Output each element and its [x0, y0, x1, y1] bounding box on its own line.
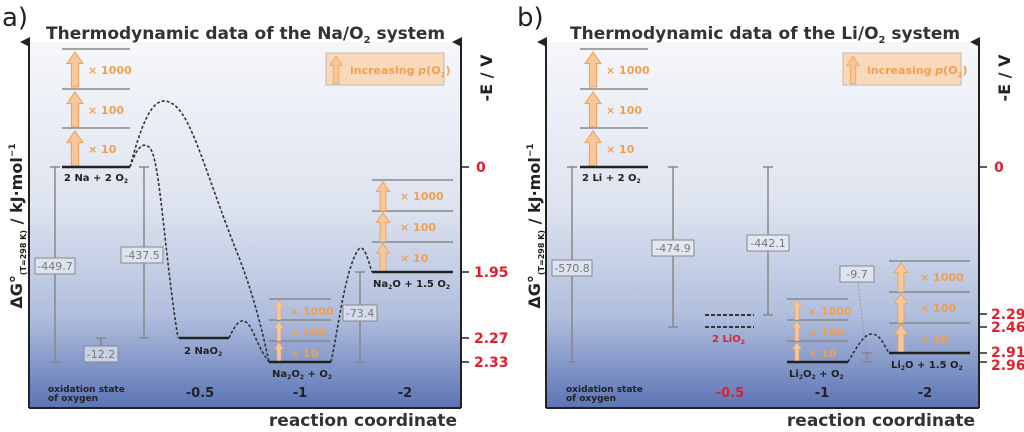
svg-text:-437.5: -437.5: [124, 249, 159, 262]
svg-text:× 100: × 100: [808, 326, 844, 339]
svg-text:-2: -2: [918, 386, 932, 401]
svg-text:× 10: × 10: [290, 347, 319, 360]
tick-0: 0: [994, 160, 1004, 176]
x-axis-label: reaction coordinate: [787, 411, 975, 431]
y2-axis-label: -E / V: [995, 54, 1014, 102]
svg-text:× 1000: × 1000: [920, 271, 964, 284]
y-axis-label: ΔG°(T=298 K) / kJ·mol−1: [525, 143, 546, 308]
tick-2-96: 2.96: [991, 358, 1024, 374]
oxidation-states: oxidation state of oxygen -0.5 -1 -2: [48, 385, 412, 404]
energy-labels: -449.7 -12.2 -437.5 -73.4: [34, 246, 378, 363]
svg-text:-2: -2: [398, 386, 412, 401]
state-2lio2: 2 LiO2: [705, 314, 754, 346]
y-axis-label: ΔG°(T=298 K) / kJ·mol−1: [7, 143, 28, 308]
svg-text:× 10: × 10: [606, 143, 635, 156]
svg-text:of oxygen: of oxygen: [48, 394, 98, 404]
leader-line: [857, 281, 867, 351]
svg-text:-E / V: -E / V: [477, 54, 496, 102]
svg-text:× 100: × 100: [920, 302, 956, 315]
svg-text:increasing p(O2): increasing p(O2): [867, 64, 967, 79]
state-na2o-1-5o2: × 1000 × 100 × 10 Na2O + 1.5 O2: [372, 179, 453, 291]
svg-text:-570.8: -570.8: [554, 262, 589, 275]
reaction-paths: [129, 100, 373, 363]
tick-0: 0: [476, 160, 486, 176]
state-2nao2: 2 NaO2: [179, 336, 229, 358]
chart-title: Thermodynamic data of the Li/O2 system: [570, 24, 960, 46]
svg-text:2 LiO2: 2 LiO2: [712, 334, 745, 346]
tick-2-29: 2.29: [991, 307, 1024, 323]
svg-text:2 Li + 2 O2: 2 Li + 2 O2: [582, 173, 641, 185]
y2-axis-label: -E / V: [477, 54, 496, 102]
svg-text:× 100: × 100: [400, 221, 436, 234]
panel-label: b): [517, 3, 544, 33]
svg-text:× 10: × 10: [808, 347, 837, 360]
svg-text:× 1000: × 1000: [88, 64, 132, 77]
svg-text:× 10: × 10: [88, 143, 117, 156]
svg-text:-12.2: -12.2: [87, 348, 115, 361]
path-na2o2-to-na2o: [330, 247, 373, 363]
state-2na-2o2: × 1000 × 100 × 10 2 Na + 2 O2: [62, 48, 132, 185]
state-li2o2-o2: × 1000 × 100 × 10 Li2O2 + O2: [787, 298, 852, 381]
svg-text:of oxygen: of oxygen: [566, 394, 616, 404]
svg-text:-449.7: -449.7: [37, 260, 72, 273]
panel-a: a) Thermodynamic data of the Na/O2 syste…: [2, 3, 509, 431]
svg-text:-442.1: -442.1: [750, 237, 785, 250]
svg-text:2 Na + 2 O2: 2 Na + 2 O2: [64, 173, 128, 185]
svg-text:× 1000: × 1000: [606, 64, 650, 77]
oxidation-states: oxidation state of oxygen -0.5 -1 -2: [566, 385, 932, 404]
svg-text:increasing p(O2): increasing p(O2): [350, 64, 450, 79]
svg-text:ΔG°(T=298 K) / kJ·mol−1: ΔG°(T=298 K) / kJ·mol−1: [525, 143, 546, 308]
path-to-na2o2: [129, 100, 270, 363]
svg-text:× 1000: × 1000: [808, 305, 852, 318]
svg-text:× 10: × 10: [920, 333, 949, 346]
svg-text:-0.5: -0.5: [186, 386, 214, 401]
svg-text:× 100: × 100: [88, 104, 124, 117]
svg-text:-E / V: -E / V: [995, 54, 1014, 102]
svg-text:-9.7: -9.7: [846, 268, 867, 281]
svg-text:-1: -1: [815, 386, 829, 401]
path-li2o2-to-li2o: [847, 333, 890, 363]
svg-text:× 100: × 100: [606, 104, 642, 117]
svg-text:Na2O2 + O2: Na2O2 + O2: [272, 369, 332, 381]
svg-text:× 100: × 100: [290, 326, 326, 339]
tick-1-95: 1.95: [474, 265, 509, 281]
energy-labels: -570.8 -474.9 -442.1 -9.7: [551, 234, 875, 351]
tick-2-46: 2.46: [991, 320, 1024, 336]
reaction-paths: [847, 333, 890, 363]
tick-2-27: 2.27: [474, 331, 509, 347]
voltage-ticks: 0 1.95 2.27 2.33: [461, 160, 509, 371]
svg-text:Na2O + 1.5 O2: Na2O + 1.5 O2: [373, 279, 450, 291]
tick-2-33: 2.33: [474, 355, 509, 371]
path-nao2-to-na2o2: [228, 320, 270, 363]
legend: increasing p(O2): [842, 52, 967, 86]
panel-b: b) Thermodynamic data of the Li/O2 syste…: [517, 3, 1024, 431]
svg-text:Li2O + 1.5 O2: Li2O + 1.5 O2: [891, 360, 963, 372]
svg-text:2 NaO2: 2 NaO2: [184, 346, 222, 358]
state-na2o2-o2: × 1000 × 100 × 10 Na2O2 + O2: [269, 298, 334, 381]
voltage-ticks: 0 2.29 2.46 2.91 2.96: [979, 160, 1024, 374]
svg-text:ΔG°(T=298 K) / kJ·mol−1: ΔG°(T=298 K) / kJ·mol−1: [7, 143, 28, 308]
svg-text:× 10: × 10: [400, 252, 429, 265]
state-2li-2o2: × 1000 × 100 × 10 2 Li + 2 O2: [580, 48, 650, 185]
svg-text:-73.4: -73.4: [346, 307, 374, 320]
state-li2o-1-5o2: × 1000 × 100 × 10 Li2O + 1.5 O2: [889, 260, 970, 372]
panel-label: a): [2, 3, 28, 33]
tick-2-91: 2.91: [991, 345, 1024, 361]
svg-text:Li2O2 + O2: Li2O2 + O2: [789, 369, 844, 381]
legend: increasing p(O2): [325, 52, 450, 86]
svg-text:oxidation state: oxidation state: [566, 385, 643, 395]
svg-text:× 1000: × 1000: [400, 190, 444, 203]
x-axis-label: reaction coordinate: [269, 411, 457, 431]
svg-text:-1: -1: [293, 386, 307, 401]
svg-text:oxidation state: oxidation state: [48, 385, 125, 395]
svg-text:-474.9: -474.9: [655, 242, 690, 255]
svg-text:-0.5: -0.5: [716, 386, 744, 401]
svg-text:× 1000: × 1000: [290, 305, 334, 318]
plot-background: [546, 42, 979, 408]
chart-title: Thermodynamic data of the Na/O2 system: [46, 24, 445, 46]
